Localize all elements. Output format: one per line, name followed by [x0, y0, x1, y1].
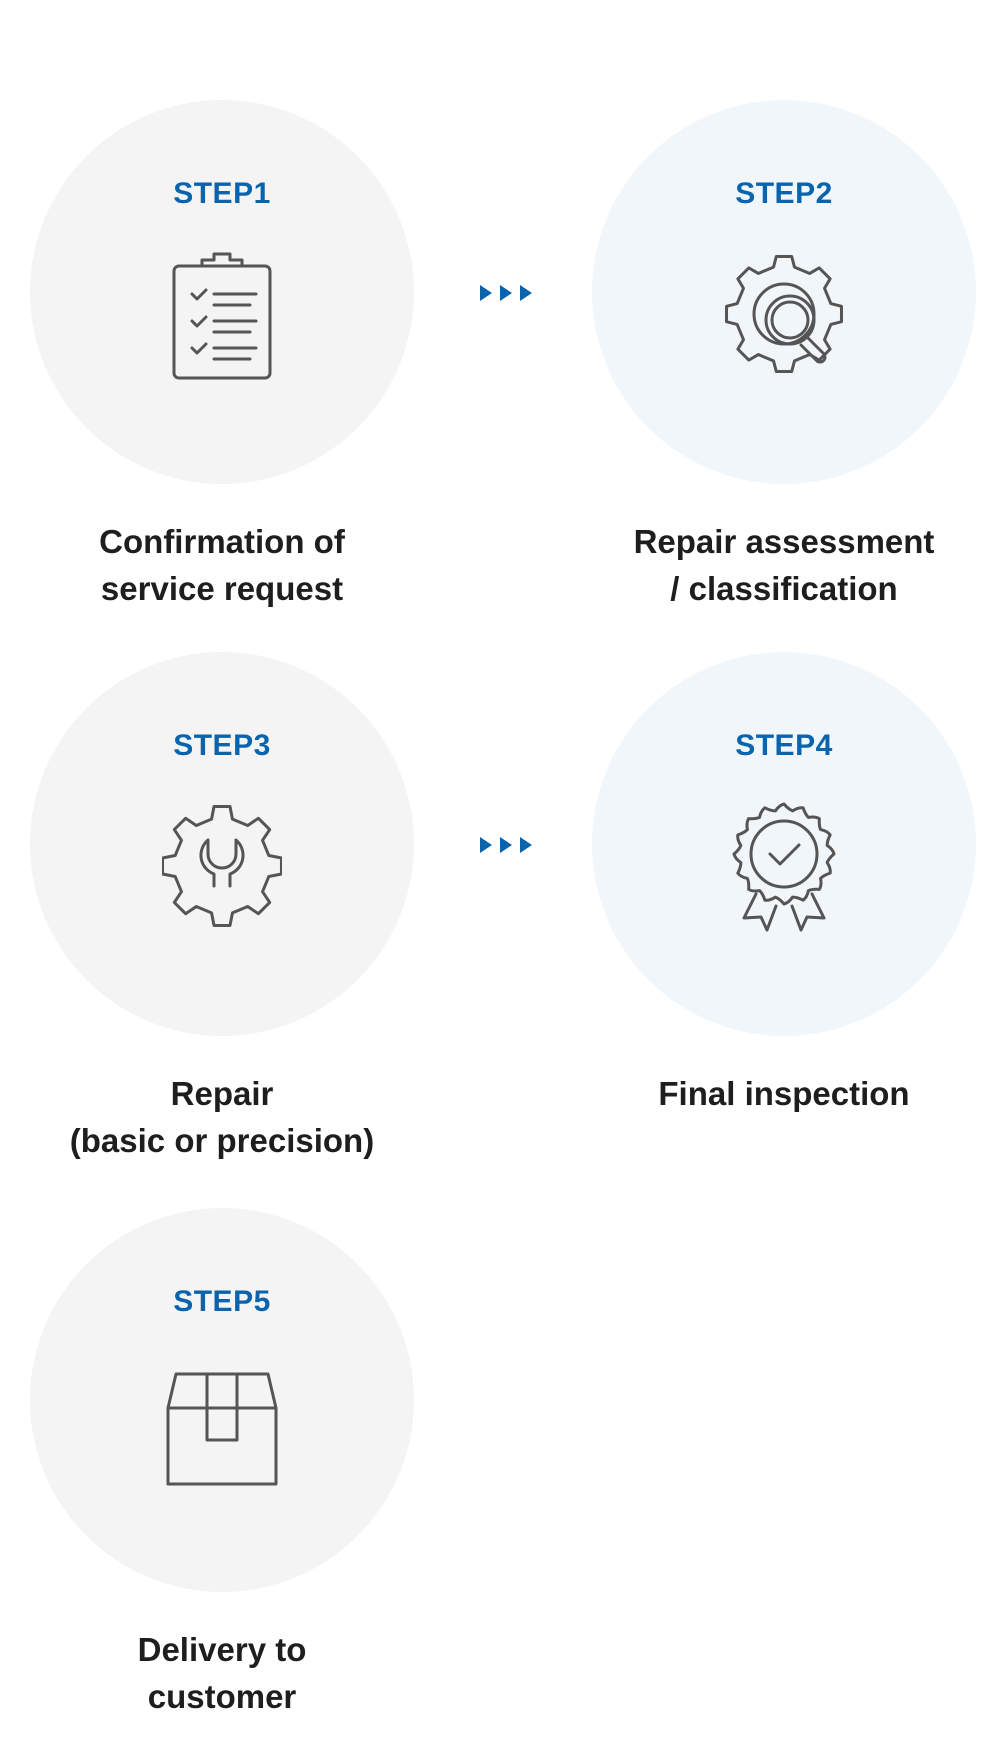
gear-magnifier-icon — [724, 250, 844, 380]
step-3-caption-line-1: Repair — [170, 1075, 274, 1112]
step-4-caption: Final inspection — [552, 1070, 1000, 1117]
step-3-label: STEP3 — [173, 729, 271, 762]
triple-arrow-icon — [478, 282, 538, 304]
step-1-label: STEP1 — [173, 177, 271, 210]
step-2-caption: Repair assessment / classification — [552, 518, 1000, 612]
step-2-caption-line-1: Repair assessment — [633, 523, 935, 560]
step-3-caption-line-2: (basic or precision) — [69, 1122, 375, 1159]
clipboard-checklist-icon — [162, 250, 282, 380]
step-1-caption-line-1: Confirmation of — [99, 523, 345, 560]
triple-arrow-icon — [478, 834, 538, 856]
step-2-caption-line-2: / classification — [670, 570, 898, 607]
box-package-icon — [162, 1358, 282, 1488]
step-5-caption: Delivery to customer — [0, 1626, 454, 1720]
step-4-caption-line-1: Final inspection — [658, 1075, 910, 1112]
step-5-circle — [30, 1208, 414, 1592]
step-4-label: STEP4 — [735, 729, 833, 762]
gear-wrench-icon — [162, 802, 282, 932]
step-5-caption-line-1: Delivery to — [137, 1631, 307, 1668]
step-1-caption-line-2: service request — [100, 570, 344, 607]
step-5-label: STEP5 — [173, 1285, 271, 1318]
step-1-circle — [30, 100, 414, 484]
award-badge-icon — [724, 802, 844, 932]
step-1-caption: Confirmation of service request — [0, 518, 454, 612]
step-4-circle — [592, 652, 976, 1036]
step-2-label: STEP2 — [735, 177, 833, 210]
step-5-caption-line-2: customer — [147, 1678, 297, 1715]
step-3-caption: Repair (basic or precision) — [0, 1070, 454, 1164]
step-3-circle — [30, 652, 414, 1036]
step-2-circle — [592, 100, 976, 484]
